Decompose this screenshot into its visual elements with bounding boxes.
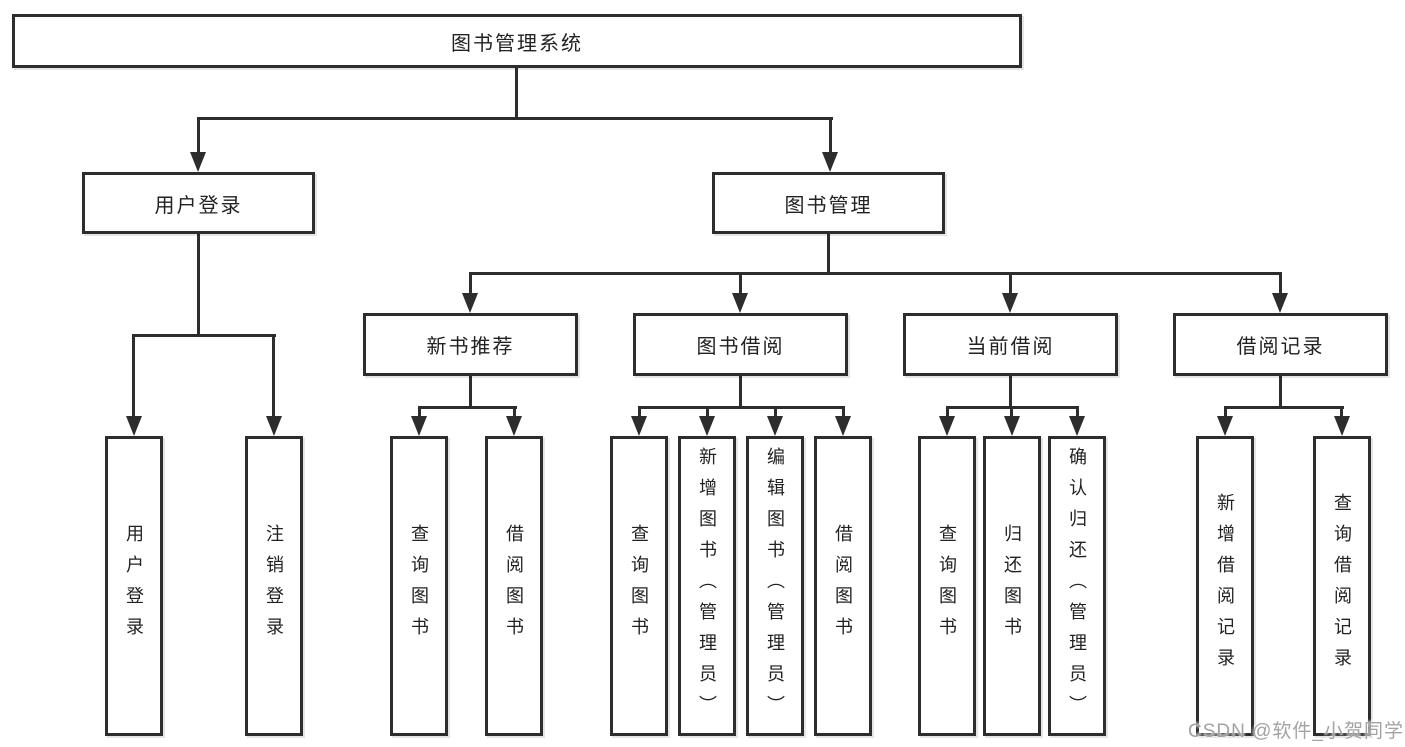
- leaf-add-book-admin: 新增图书（管理员）: [678, 436, 736, 736]
- leaf-query-borrow-record-label: 查询借阅记录: [1332, 493, 1352, 679]
- node-new-book-recommend: 新书推荐: [363, 313, 578, 376]
- connector-line: [197, 117, 200, 153]
- leaf-edit-book-admin: 编辑图书（管理员）: [746, 436, 804, 736]
- leaf-borrow-book-recommend: 借阅图书: [485, 436, 543, 736]
- node-book-management-label: 图书管理: [784, 194, 873, 217]
- leaf-query-book-recommend: 查询图书: [390, 436, 448, 736]
- arrow-down-icon: [266, 416, 282, 436]
- leaf-add-borrow-record: 新增借阅记录: [1196, 436, 1254, 736]
- leaf-query-book-borrow: 查询图书: [610, 436, 668, 736]
- arrow-down-icon: [462, 293, 478, 313]
- arrow-down-icon: [506, 416, 522, 436]
- leaf-user-login: 用户登录: [105, 436, 163, 736]
- arrow-down-icon: [126, 416, 142, 436]
- connector-line: [418, 406, 517, 409]
- connector-line: [638, 406, 845, 409]
- leaf-confirm-return-admin: 确认归还（管理员）: [1048, 436, 1106, 736]
- connector-line: [946, 406, 949, 418]
- connector-line: [132, 334, 135, 418]
- arrow-down-icon: [411, 416, 427, 436]
- node-root-label: 图书管理系统: [451, 32, 583, 55]
- node-borrow-record: 借阅记录: [1173, 313, 1388, 376]
- arrow-down-icon: [939, 416, 955, 436]
- connector-line: [1009, 376, 1012, 409]
- node-user-login: 用户登录: [82, 172, 315, 234]
- leaf-borrow-book: 借阅图书: [814, 436, 872, 736]
- node-new-book-recommend-label: 新书推荐: [426, 336, 515, 358]
- arrow-down-icon: [190, 152, 206, 172]
- node-book-management: 图书管理: [712, 172, 945, 234]
- leaf-query-book-recommend-label: 查询图书: [409, 524, 429, 648]
- arrow-down-icon: [699, 416, 715, 436]
- leaf-query-borrow-record: 查询借阅记录: [1313, 436, 1371, 736]
- connector-line: [1279, 272, 1282, 295]
- connector-line: [1009, 272, 1012, 295]
- arrow-down-icon: [767, 416, 783, 436]
- connector-line: [638, 406, 641, 418]
- arrow-down-icon: [1217, 416, 1233, 436]
- connector-line: [469, 376, 472, 409]
- connector-line: [706, 406, 709, 418]
- connector-line: [1340, 406, 1343, 418]
- leaf-add-book-admin-label: 新增图书（管理员）: [697, 446, 717, 726]
- arrow-down-icon: [1069, 416, 1085, 436]
- connector-line: [1076, 406, 1079, 418]
- connector-line: [739, 272, 742, 295]
- arrow-down-icon: [822, 152, 838, 172]
- leaf-borrow-book-recommend-label: 借阅图书: [504, 524, 524, 648]
- node-user-login-label: 用户登录: [154, 194, 243, 217]
- arrow-down-icon: [835, 416, 851, 436]
- arrow-down-icon: [631, 416, 647, 436]
- connector-line: [1010, 406, 1013, 418]
- leaf-confirm-return-admin-label: 确认归还（管理员）: [1067, 446, 1087, 726]
- connector-line: [515, 68, 518, 120]
- connector-line: [1279, 376, 1282, 409]
- node-root: 图书管理系统: [12, 14, 1022, 68]
- node-book-borrow: 图书借阅: [633, 313, 848, 376]
- connector-line: [827, 234, 830, 275]
- arrow-down-icon: [1272, 293, 1288, 313]
- node-book-borrow-label: 图书借阅: [696, 336, 785, 358]
- node-borrow-record-label: 借阅记录: [1236, 336, 1325, 358]
- leaf-query-book-borrow-label: 查询图书: [629, 524, 649, 648]
- leaf-query-book-current-label: 查询图书: [937, 524, 957, 648]
- connector-line: [774, 406, 777, 418]
- connector-line: [469, 272, 472, 295]
- leaf-edit-book-admin-label: 编辑图书（管理员）: [765, 446, 785, 726]
- connector-line: [132, 334, 276, 337]
- leaf-return-book-label: 归还图书: [1002, 524, 1022, 648]
- leaf-borrow-book-label: 借阅图书: [833, 524, 853, 648]
- connector-line: [842, 406, 845, 418]
- leaf-query-book-current: 查询图书: [918, 436, 976, 736]
- leaf-logout: 注销登录: [245, 436, 303, 736]
- connector-line: [272, 334, 275, 418]
- arrow-down-icon: [732, 293, 748, 313]
- leaf-return-book: 归还图书: [983, 436, 1041, 736]
- leaf-add-borrow-record-label: 新增借阅记录: [1215, 493, 1235, 679]
- arrow-down-icon: [1002, 293, 1018, 313]
- connector-line: [1224, 406, 1344, 409]
- connector-line: [739, 376, 742, 409]
- connector-line: [418, 406, 421, 418]
- connector-line: [1224, 406, 1227, 418]
- connector-line: [469, 272, 1282, 275]
- node-current-borrow-label: 当前借阅: [966, 336, 1055, 358]
- csdn-watermark: CSDN @软件_小贺同学: [1188, 721, 1404, 742]
- connector-line: [829, 117, 832, 153]
- node-current-borrow: 当前借阅: [903, 313, 1118, 376]
- arrow-down-icon: [1004, 416, 1020, 436]
- connector-line: [513, 406, 516, 418]
- arrow-down-icon: [1334, 416, 1350, 436]
- connector-line: [197, 234, 200, 337]
- connector-line: [197, 117, 833, 120]
- leaf-logout-label: 注销登录: [264, 524, 284, 648]
- leaf-user-login-label: 用户登录: [124, 524, 144, 648]
